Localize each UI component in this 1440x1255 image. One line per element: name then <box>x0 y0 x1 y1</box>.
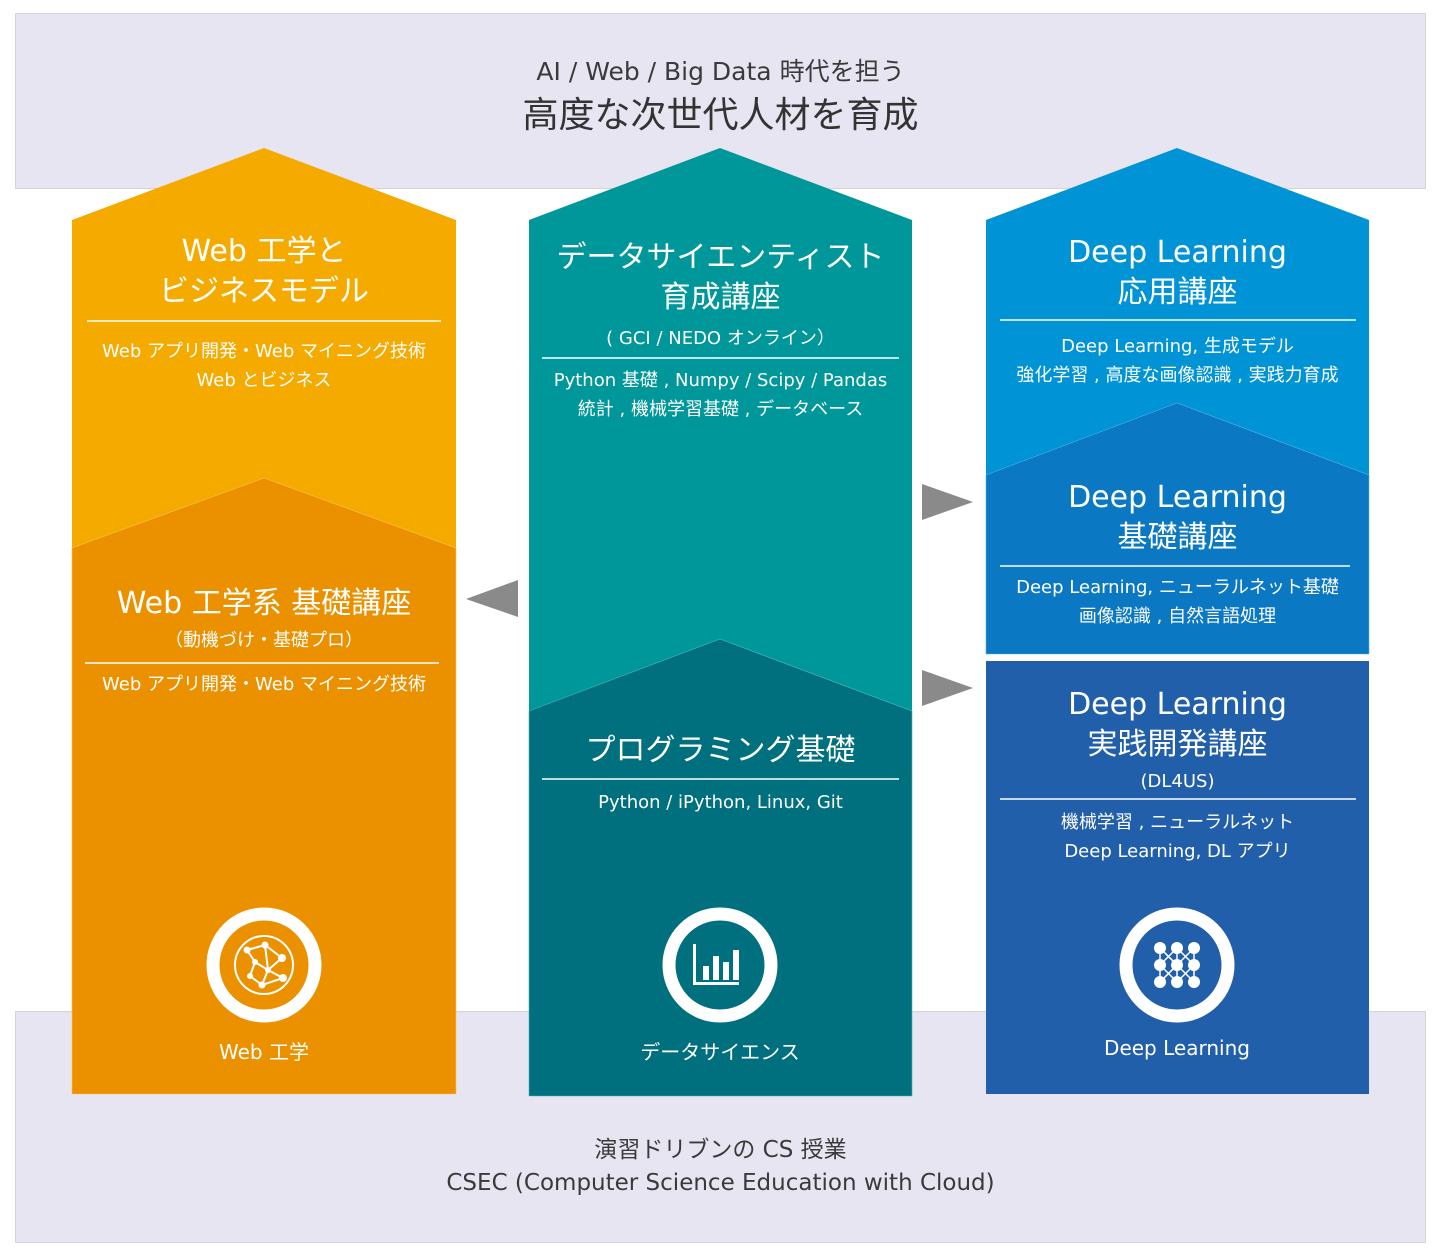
web-upper-course: Web 工学と ビジネスモデル <box>72 232 456 312</box>
ds-icon-ring <box>662 907 778 1023</box>
web-lower-course: Web 工学系 基礎講座 （動機づけ・基礎プロ） <box>72 584 456 654</box>
ds-lower-course: プログラミング基礎 <box>529 731 912 771</box>
dl-mid-desc: Deep Learning, ニューラルネット基礎 画像認識 , 自然言語処理 <box>986 573 1369 631</box>
header-subtitle: AI / Web / Big Data 時代を担う <box>536 57 905 86</box>
neural-network-icon <box>1154 942 1200 988</box>
dl-mid-title-2: 基礎講座 <box>1117 520 1238 555</box>
dl-mid-block <box>985 402 1370 655</box>
web-lower-desc: Web アプリ開発・Web マイニング技術 <box>72 670 456 699</box>
arrow-ds-to-web <box>466 580 518 617</box>
ds-upper-course: データサイエンティスト 育成講座 ( GCI / NEDO オンライン） <box>529 238 912 352</box>
dl-top-course: Deep Learning 応用講座 <box>986 233 1369 313</box>
footer-line2: CSEC (Computer Science Education with Cl… <box>446 1170 995 1196</box>
web-upper-desc-2: Web とビジネス <box>196 370 332 391</box>
header-title: 高度な次世代人材を育成 <box>522 95 919 136</box>
footer-line1: 演習ドリブンの CS 授業 <box>594 1137 847 1163</box>
web-lower-subtitle: （動機づけ・基礎プロ） <box>165 630 363 651</box>
ds-upper-desc-1: Python 基礎 , Numpy / Scipy / Pandas <box>553 370 888 391</box>
dl-bottom-desc-1: 機械学習 , ニューラルネット <box>1060 812 1295 833</box>
ds-upper-desc: Python 基礎 , Numpy / Scipy / Pandas 統計 , … <box>529 366 912 424</box>
dl-bottom-title-1: Deep Learning <box>1068 687 1287 722</box>
ds-label: データサイエンス <box>640 1040 800 1064</box>
ds-upper-title-2: 育成講座 <box>660 280 781 315</box>
dl-mid-desc-1: Deep Learning, ニューラルネット基礎 <box>1016 577 1339 598</box>
web-icon-ring <box>206 907 322 1023</box>
web-lower-divider <box>85 662 439 664</box>
ds-upper-title-1: データサイエンティスト <box>556 240 885 275</box>
dl-top-desc-1: Deep Learning, 生成モデル <box>1061 336 1294 357</box>
globe-network-icon <box>234 935 294 995</box>
dl-bottom-title-2: 実践開発講座 <box>1087 727 1268 762</box>
dl-bottom-subtitle: (DL4US) <box>1140 771 1215 792</box>
dl-bottom-desc: 機械学習 , ニューラルネット Deep Learning, DL アプリ <box>986 808 1369 866</box>
dl-top-title-2: 応用講座 <box>1117 275 1238 310</box>
web-lower-title: Web 工学系 基礎講座 <box>116 586 412 621</box>
dl-top-desc-2: 強化学習 , 高度な画像認識 , 実践力育成 <box>1016 365 1339 386</box>
dl-bottom-divider <box>1000 798 1356 800</box>
dl-top-title-1: Deep Learning <box>1068 235 1287 270</box>
web-upper-title-1: Web 工学と <box>181 234 347 269</box>
dl-mid-course: Deep Learning 基礎講座 <box>986 478 1369 558</box>
web-lower-desc-1: Web アプリ開発・Web マイニング技術 <box>102 674 426 695</box>
ds-lower-divider <box>542 778 899 780</box>
web-upper-divider <box>87 320 441 322</box>
ds-lower-block <box>528 638 913 1097</box>
bar-chart-icon <box>693 944 739 985</box>
web-upper-desc-1: Web アプリ開発・Web マイニング技術 <box>102 341 426 362</box>
web-upper-desc: Web アプリ開発・Web マイニング技術 Web とビジネス <box>72 337 456 395</box>
ds-lower-title: プログラミング基礎 <box>585 733 856 768</box>
arrow-ds-to-dl-basic <box>922 484 973 520</box>
web-label: Web 工学 <box>219 1040 309 1064</box>
dl-top-divider <box>1000 319 1356 321</box>
dl-icon-ring <box>1119 907 1235 1023</box>
arrow-ds-to-dl-practice <box>922 670 973 706</box>
dl-mid-desc-2: 画像認識 , 自然言語処理 <box>1078 606 1277 627</box>
dl-mid-divider <box>1000 565 1350 567</box>
web-lower-block <box>71 477 457 1095</box>
dl-mid-title-1: Deep Learning <box>1068 480 1287 515</box>
ds-upper-desc-2: 統計 , 機械学習基礎 , データベース <box>577 399 864 420</box>
dl-top-desc: Deep Learning, 生成モデル 強化学習 , 高度な画像認識 , 実践… <box>986 332 1369 390</box>
ds-upper-subtitle: ( GCI / NEDO オンライン） <box>606 328 835 349</box>
dl-label: Deep Learning <box>1104 1036 1250 1060</box>
ds-lower-desc: Python / iPython, Linux, Git <box>529 788 912 817</box>
web-upper-title-2: ビジネスモデル <box>159 274 369 309</box>
ds-lower-desc-1: Python / iPython, Linux, Git <box>598 792 843 813</box>
ds-upper-divider <box>542 357 899 359</box>
dl-bottom-course: Deep Learning 実践開発講座 (DL4US) <box>986 685 1369 795</box>
dl-bottom-desc-2: Deep Learning, DL アプリ <box>1064 841 1291 862</box>
